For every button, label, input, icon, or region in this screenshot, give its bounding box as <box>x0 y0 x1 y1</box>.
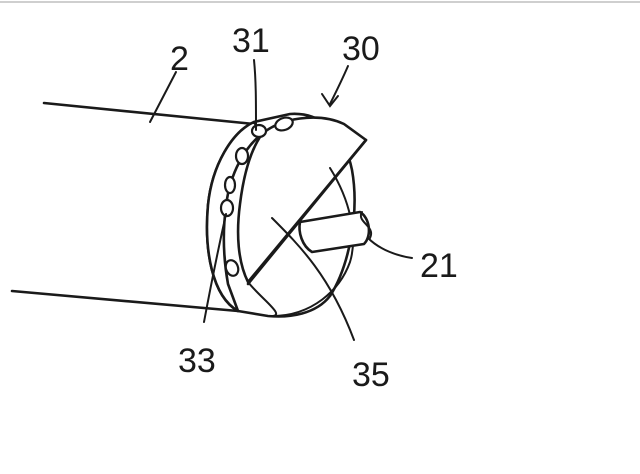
label-35: 35 <box>352 356 390 394</box>
label-31: 31 <box>232 22 270 60</box>
label-33: 33 <box>178 342 216 380</box>
label-21: 21 <box>420 247 458 285</box>
hole-4 <box>225 177 235 193</box>
label-2: 2 <box>170 40 189 78</box>
leader-31 <box>254 60 256 130</box>
arrow-30 <box>322 66 348 106</box>
label-30: 30 <box>342 30 380 68</box>
hole-5 <box>221 200 233 216</box>
hole-2 <box>252 125 266 137</box>
leader-21 <box>368 238 412 258</box>
hole-3 <box>236 148 248 164</box>
